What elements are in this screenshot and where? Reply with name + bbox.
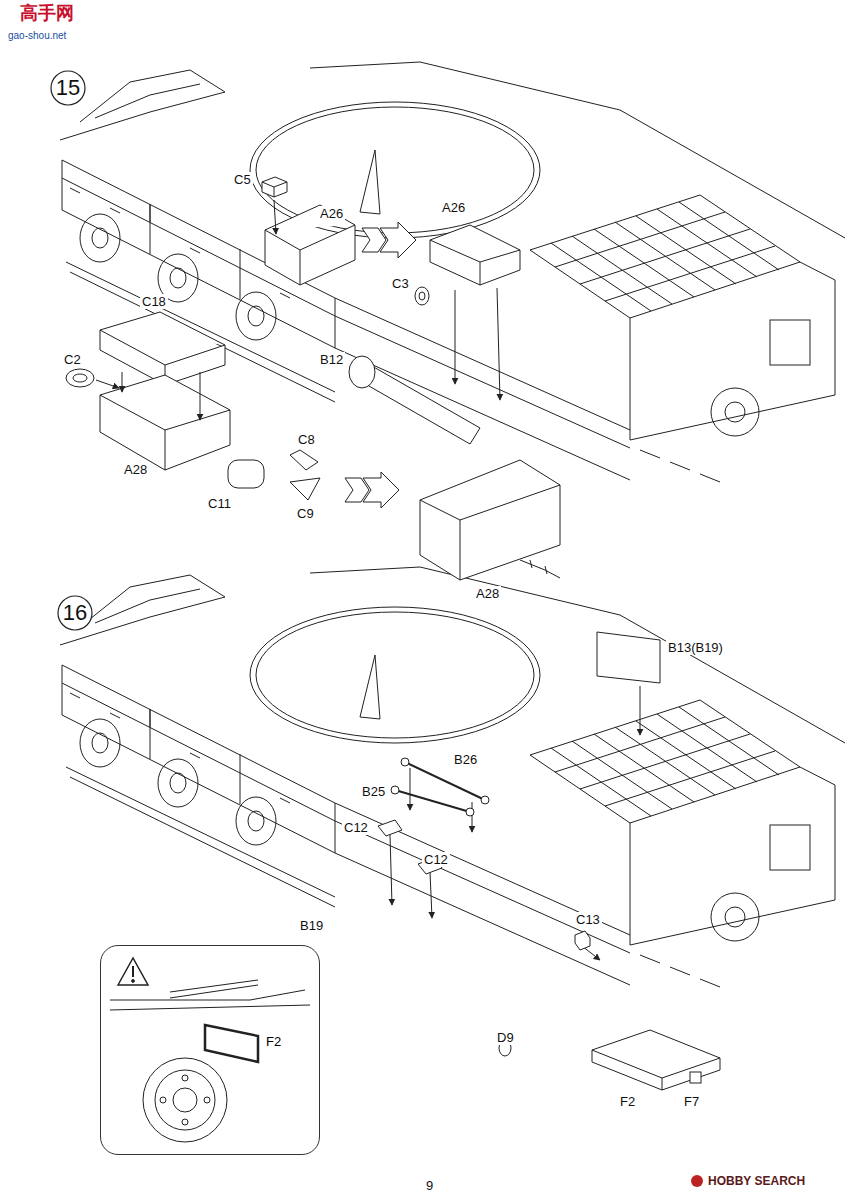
part-number: C18 <box>140 294 168 309</box>
part-number: C13 <box>574 912 602 927</box>
caution-box: F2 <box>100 945 320 1155</box>
part-number: B25 <box>360 784 387 799</box>
part-number: C3 <box>390 276 411 291</box>
part-number: C5 <box>232 172 253 187</box>
watermark: 高手网 <box>18 6 76 21</box>
part-number: C12 <box>422 852 450 867</box>
part-number: A26 <box>440 200 467 215</box>
watermark: gao-shou.net <box>6 28 68 43</box>
step16-parts <box>110 632 720 1187</box>
part-number: A28 <box>474 586 501 601</box>
part-number: F2 <box>264 1034 283 1049</box>
page-number: 9 <box>424 1178 435 1193</box>
part-number: D9 <box>495 1030 516 1045</box>
step-number: 16 <box>57 595 93 631</box>
hull-drawing <box>60 567 845 987</box>
part-number: B13(B19) <box>666 640 725 655</box>
part-number: C8 <box>296 432 317 447</box>
hull-drawing <box>60 62 845 482</box>
step-circle-outline <box>58 596 92 630</box>
part-number: C9 <box>295 506 316 521</box>
step-number: 15 <box>50 70 86 106</box>
part-number: A28 <box>122 462 149 477</box>
step15-parts <box>66 177 560 580</box>
step-circle-outline <box>51 71 85 105</box>
part-number: B19 <box>298 918 325 933</box>
assembly-arrows <box>96 200 640 960</box>
part-number: C11 <box>206 496 233 511</box>
part-number: F7 <box>682 1094 701 1109</box>
part-number: F2 <box>618 1094 637 1109</box>
part-number: A26 <box>318 206 345 221</box>
part-number: B12 <box>318 352 345 367</box>
part-number: C12 <box>342 820 370 835</box>
step-number-text: 16 <box>63 601 87 625</box>
step-number-text: 15 <box>56 76 80 100</box>
part-number: C2 <box>62 352 83 367</box>
part-number: B26 <box>452 752 479 767</box>
watermark: HOBBY SEARCH <box>706 1174 807 1189</box>
